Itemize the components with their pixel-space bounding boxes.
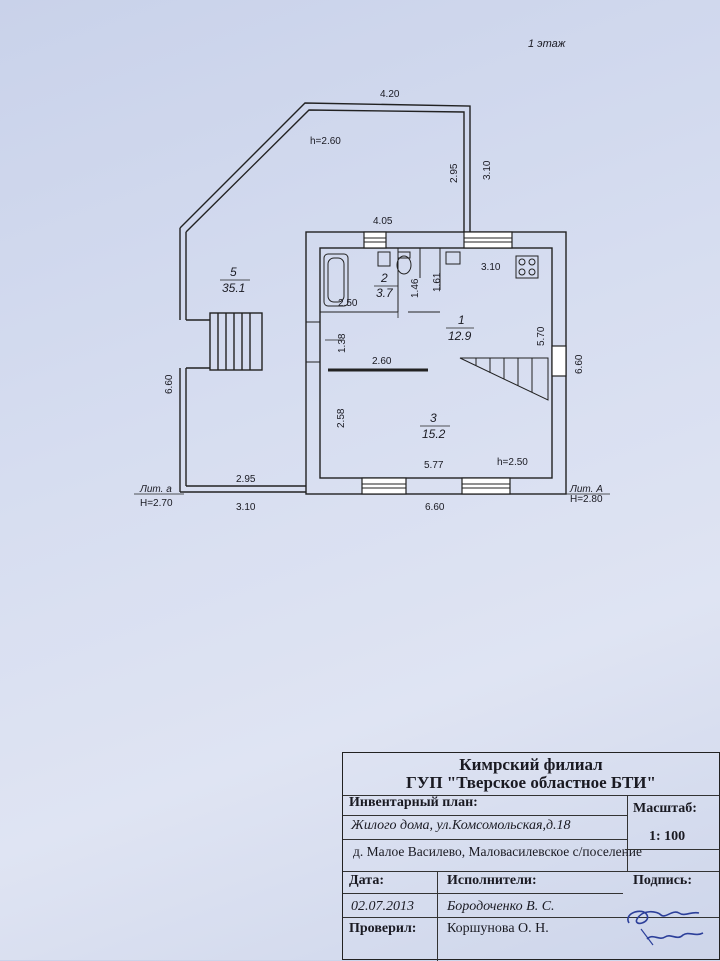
stove: [515, 255, 539, 279]
lit-a-small-name: Лит. а: [139, 484, 172, 495]
lit-a-small-height: H=2.70: [140, 498, 173, 509]
scale-label: Масштаб:: [633, 801, 697, 816]
executor-name: Бородоченко В. С.: [447, 899, 555, 914]
veranda-bottom-wall: [180, 485, 306, 493]
dim-2-58: 2.58: [336, 408, 347, 428]
checker-name: Коршунова О. Н.: [447, 921, 549, 936]
window: [551, 345, 567, 377]
dim-1-46: 1.46: [410, 278, 421, 298]
dim-4-05: 4.05: [373, 216, 393, 227]
window: [461, 477, 511, 495]
bathtub: [323, 253, 349, 307]
org-line-2: ГУП "Тверское областное БТИ": [406, 773, 656, 792]
lit-a-big-name: Лит. А: [569, 484, 603, 495]
veranda-wall: [179, 102, 471, 232]
veranda-left-wall: [179, 228, 187, 492]
signature-image: [627, 910, 704, 946]
veranda-stairs: [186, 312, 263, 371]
bathroom-partition: [320, 248, 441, 313]
ceiling-height-house: h=2.50: [497, 457, 528, 468]
kitchen-sink: [445, 251, 461, 265]
plan-title: Инвентарный план:: [349, 795, 478, 810]
ceiling-height-veranda: h=2.60: [310, 136, 341, 147]
dim-1-38: 1.38: [337, 333, 348, 353]
dim-1-61: 1.61: [432, 272, 443, 292]
room-3-area: 15.2: [422, 427, 446, 441]
dim-5-77: 5.77: [424, 460, 444, 471]
object-description: Жилого дома, ул.Комсомольская,д.18: [351, 818, 571, 833]
title-block: Кимрский филиал ГУП "Тверское областное …: [342, 752, 720, 961]
date-value: 02.07.2013: [351, 899, 414, 914]
location: д. Малое Василево, Маловасилевское с/пос…: [353, 844, 643, 859]
room-5-number: 5: [230, 265, 237, 279]
floor-plan: 4.20 h=2.60 2.95 3.10 4.05 3.10 2.50 1.4…: [134, 89, 610, 513]
lit-a-big-height: H=2.80: [570, 494, 603, 505]
dim-2-60: 2.60: [372, 356, 392, 367]
toilet: [396, 255, 412, 275]
window: [363, 231, 387, 249]
room-3-number: 3: [430, 411, 437, 425]
room-2-number: 2: [380, 271, 388, 285]
dim-6-60-left: 6.60: [164, 374, 175, 394]
house-wall-outer: [305, 231, 567, 495]
checked-label: Проверил:: [349, 921, 417, 936]
dim-3-10-veranda: 3.10: [236, 502, 256, 513]
executors-label: Исполнители:: [447, 873, 537, 888]
veranda-wall-inner: [185, 109, 465, 233]
signature-label: Подпись:: [633, 873, 692, 888]
interior-stairs: [459, 357, 549, 401]
date-label: Дата:: [349, 873, 384, 888]
window: [463, 231, 513, 249]
room-2-area: 3.7: [376, 286, 394, 300]
dim-6-60-right: 6.60: [574, 354, 585, 374]
dim-2-95: 2.95: [449, 163, 460, 183]
dim-2-50: 2.50: [338, 298, 358, 309]
dim-3-10-kitchen: 3.10: [481, 262, 501, 273]
window: [361, 477, 407, 495]
floor-label: 1 этаж: [528, 38, 566, 50]
room-1-number: 1: [458, 313, 465, 327]
dim-2-95-veranda: 2.95: [236, 474, 256, 485]
dim-3-10: 3.10: [482, 160, 493, 180]
dim-6-60-bottom: 6.60: [425, 502, 445, 513]
scale-value: 1: 100: [649, 829, 686, 844]
dim-5-70: 5.70: [536, 326, 547, 346]
dim-4-20: 4.20: [380, 89, 400, 100]
room-5-area: 35.1: [222, 281, 245, 295]
sink: [377, 251, 391, 267]
org-line-1: Кимрский филиал: [459, 755, 603, 774]
room-1-area: 12.9: [448, 329, 472, 343]
